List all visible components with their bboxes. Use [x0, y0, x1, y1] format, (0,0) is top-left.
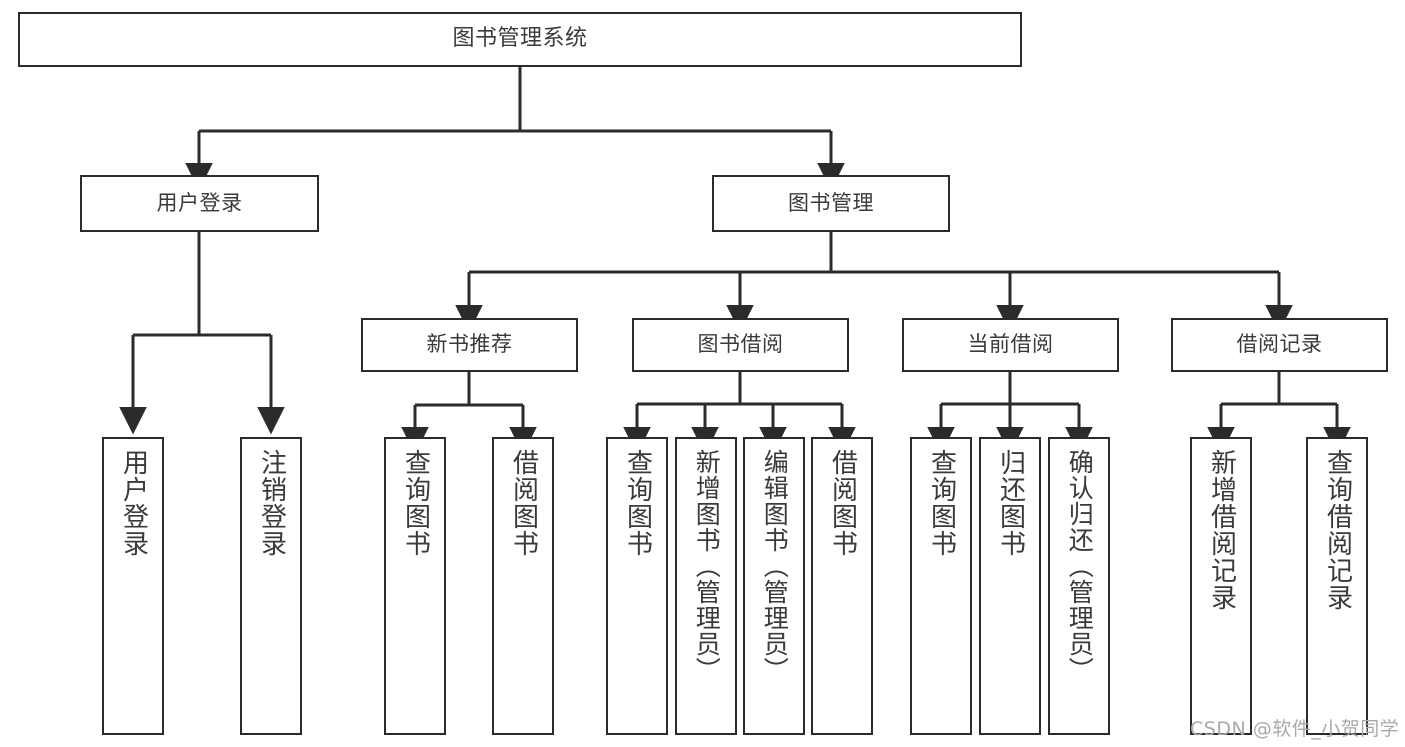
node-book-manage[interactable]: 图书管理 [712, 175, 950, 232]
node-root-label: 图书管理系统 [452, 26, 588, 52]
node-root[interactable]: 图书管理系统 [18, 12, 1022, 67]
leaf-edit-book-label: 编辑图书（管理员） [760, 449, 790, 683]
leaf-logout[interactable]: 注销登录 [240, 437, 302, 735]
leaf-return-book-label: 归还图书 [995, 449, 1026, 557]
leaf-edit-book[interactable]: 编辑图书（管理员） [743, 437, 805, 735]
leaf-query-record[interactable]: 查询借阅记录 [1306, 437, 1368, 735]
leaf-query-book-3-label: 查询图书 [926, 449, 957, 557]
csdn-watermark: CSDN @软件_小贺同学 [1190, 718, 1400, 740]
leaf-query-book-3[interactable]: 查询图书 [910, 437, 972, 735]
leaf-query-book-2[interactable]: 查询图书 [606, 437, 668, 735]
leaf-query-book-1-label: 查询图书 [400, 449, 431, 557]
leaf-return-book[interactable]: 归还图书 [979, 437, 1041, 735]
leaf-add-record-label: 新增借阅记录 [1206, 449, 1237, 611]
node-user-login[interactable]: 用户登录 [80, 175, 319, 232]
leaf-query-record-label: 查询借阅记录 [1322, 449, 1353, 611]
leaf-query-book-1[interactable]: 查询图书 [384, 437, 446, 735]
leaf-logout-label: 注销登录 [256, 449, 287, 557]
node-current-borrow[interactable]: 当前借阅 [902, 318, 1119, 372]
leaf-user-login-label: 用户登录 [118, 449, 149, 557]
leaf-confirm-return-label: 确认归还（管理员） [1065, 449, 1095, 683]
leaf-add-book[interactable]: 新增图书（管理员） [675, 437, 737, 735]
leaf-borrow-book-2[interactable]: 借阅图书 [811, 437, 873, 735]
leaf-borrow-book-1[interactable]: 借阅图书 [492, 437, 554, 735]
node-book-borrow-label: 图书借阅 [697, 332, 784, 357]
node-borrow-record-label: 借阅记录 [1236, 332, 1323, 357]
leaf-add-book-label: 新增图书（管理员） [692, 449, 722, 683]
leaf-borrow-book-1-label: 借阅图书 [508, 449, 539, 557]
node-book-manage-label: 图书管理 [788, 190, 874, 215]
node-current-borrow-label: 当前借阅 [967, 332, 1054, 357]
leaf-user-login[interactable]: 用户登录 [102, 437, 164, 735]
node-book-borrow[interactable]: 图书借阅 [632, 318, 849, 372]
node-new-book-recommend-label: 新书推荐 [426, 332, 513, 357]
node-new-book-recommend[interactable]: 新书推荐 [361, 318, 578, 372]
leaf-confirm-return[interactable]: 确认归还（管理员） [1048, 437, 1110, 735]
leaf-query-book-2-label: 查询图书 [622, 449, 653, 557]
leaf-add-record[interactable]: 新增借阅记录 [1190, 437, 1252, 735]
node-user-login-label: 用户登录 [156, 190, 243, 215]
leaf-borrow-book-2-label: 借阅图书 [827, 449, 858, 557]
node-borrow-record[interactable]: 借阅记录 [1171, 318, 1388, 372]
